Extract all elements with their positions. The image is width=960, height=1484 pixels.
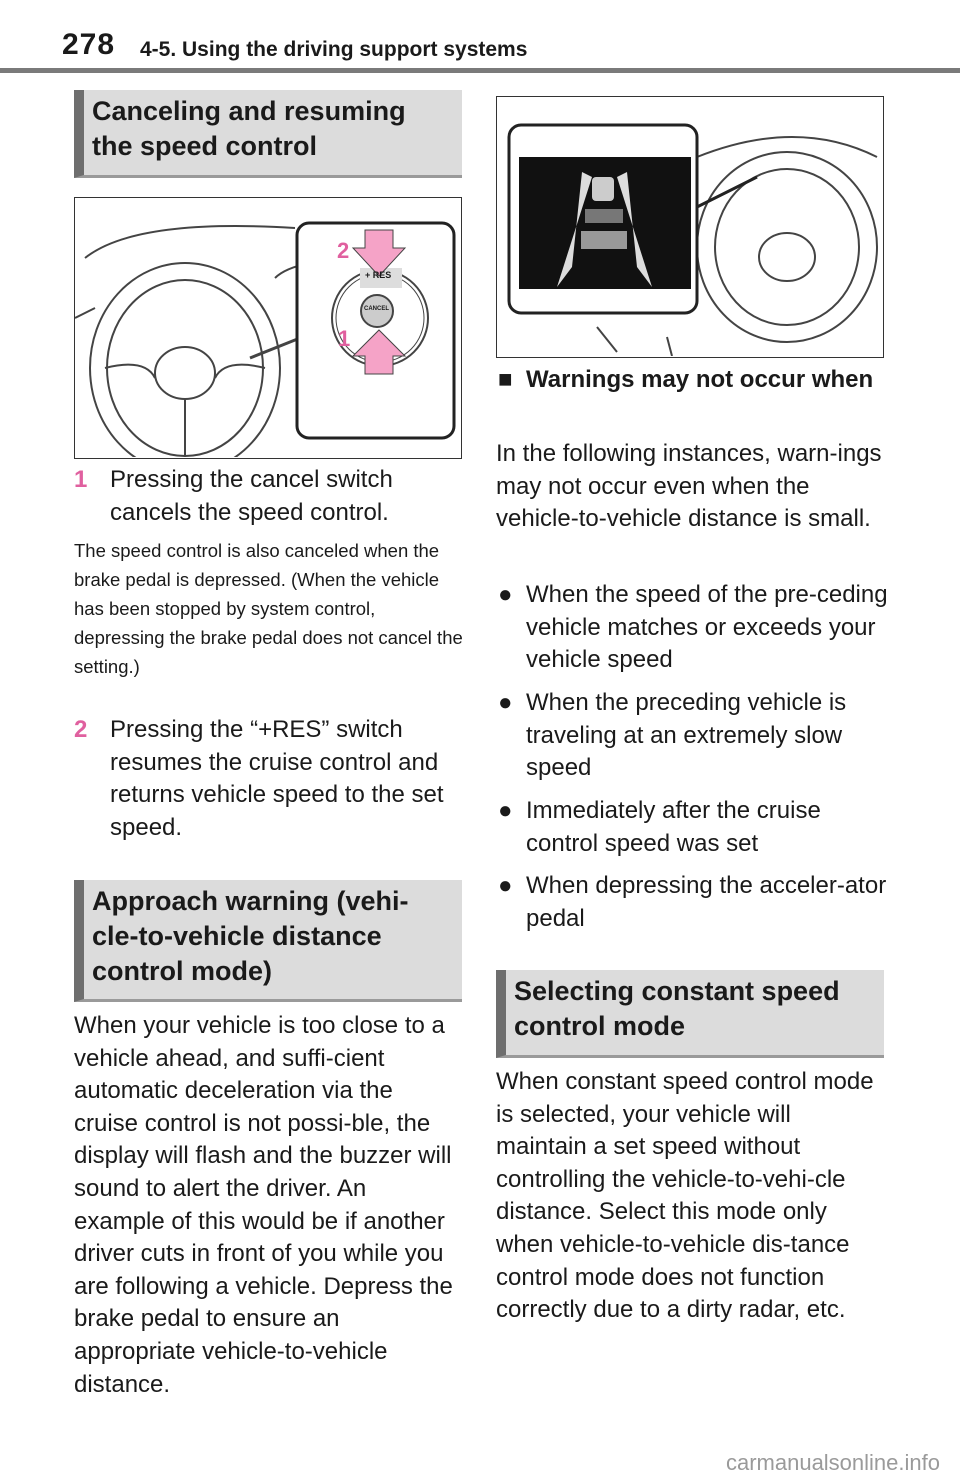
constant-speed-text: When constant speed control mode is sele…: [496, 1068, 874, 1324]
subheading-text: Warnings may not occur when: [526, 366, 874, 393]
note-cancel: The speed control is also canceled when …: [74, 540, 463, 677]
step-text: Pressing the cancel switch cancels the s…: [110, 466, 393, 526]
cancel-switch-label: CANCEL: [364, 306, 389, 312]
warnings-intro: In the following instances, warn-ings ma…: [496, 440, 882, 533]
bullet-item: ● Immediately after the cruise control s…: [496, 795, 888, 860]
steering-switch-illustration: 2 1 + RES CANCEL: [74, 197, 462, 474]
section-title: 4-5. Using the driving support systems: [140, 38, 528, 61]
step-2: 2 Pressing the “+RES” switch resumes the…: [74, 714, 480, 844]
header-rule: [0, 68, 960, 73]
callout-2: 2: [337, 238, 350, 263]
bullet-dot-icon: ●: [498, 797, 513, 824]
step-number: 1: [74, 466, 88, 493]
bullet-dot-icon: ●: [498, 581, 513, 608]
step-number: 2: [74, 716, 88, 743]
heading-constant-speed: Selecting constant speed control mode: [496, 970, 884, 1058]
bullet-text: When depressing the acceler-ator pedal: [526, 872, 887, 932]
steering-wheel-drawing: [74, 221, 456, 474]
square-bullet-icon: ■: [498, 366, 513, 393]
bullet-text: When the preceding vehicle is traveling …: [526, 689, 847, 782]
display-warning-illustration: [496, 96, 884, 358]
bullet-item: ● When the preceding vehicle is travelin…: [496, 687, 888, 785]
bullet-dot-icon: ●: [498, 689, 513, 716]
page-number: 278: [62, 28, 116, 61]
bullet-text: When the speed of the pre-ceding vehicle…: [526, 581, 888, 674]
subheading-warnings: ■ Warnings may not occur when: [496, 364, 906, 397]
res-switch-label: + RES: [365, 270, 392, 280]
bullet-text: Immediately after the cruise control spe…: [526, 797, 821, 857]
heading-canceling-resuming: Canceling and resuming the speed control: [74, 90, 462, 178]
callout-1: 1: [338, 326, 351, 351]
approach-warning-text: When your vehicle is too close to a vehi…: [74, 1012, 453, 1398]
watermark: carmanualsonline.info: [725, 1450, 940, 1475]
bullet-item: ● When the speed of the pre-ceding vehic…: [496, 579, 888, 677]
heading-approach-warning: Approach warning (vehi-cle-to-vehicle di…: [74, 880, 462, 1002]
step-1: 1 Pressing the cancel switch cancels the…: [74, 464, 470, 529]
bullet-dot-icon: ●: [498, 872, 513, 899]
dashboard-drawing: [507, 123, 878, 357]
bullet-item: ● When depressing the acceler-ator pedal: [496, 870, 888, 935]
step-text: Pressing the “+RES” switch resumes the c…: [110, 716, 444, 841]
